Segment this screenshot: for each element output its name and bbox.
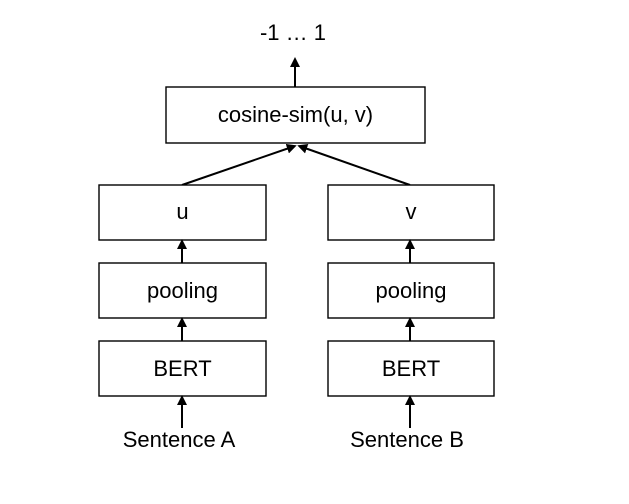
pooling-a-node: pooling — [98, 262, 267, 319]
v-node: v — [327, 184, 495, 241]
v-label: v — [406, 199, 417, 224]
pooling-a-label: pooling — [147, 278, 218, 303]
cosine-sim-node: cosine-sim(u, v) — [165, 86, 426, 144]
u-node: u — [98, 184, 267, 241]
bert-a-node: BERT — [98, 340, 267, 397]
sentence-b-label: Sentence B — [350, 427, 464, 452]
arrow-u-to-cosine — [181, 143, 297, 186]
pooling-b-label: pooling — [376, 278, 447, 303]
output-range-label: -1 … 1 — [260, 20, 326, 45]
bert-b-node: BERT — [327, 340, 495, 397]
arrow-v-to-cosine — [297, 143, 411, 186]
sentence-a-label: Sentence A — [123, 427, 236, 452]
bert-a-label: BERT — [153, 356, 211, 381]
pooling-b-node: pooling — [327, 262, 495, 319]
u-label: u — [176, 199, 188, 224]
cosine-sim-label: cosine-sim(u, v) — [218, 102, 373, 127]
bert-b-label: BERT — [382, 356, 440, 381]
